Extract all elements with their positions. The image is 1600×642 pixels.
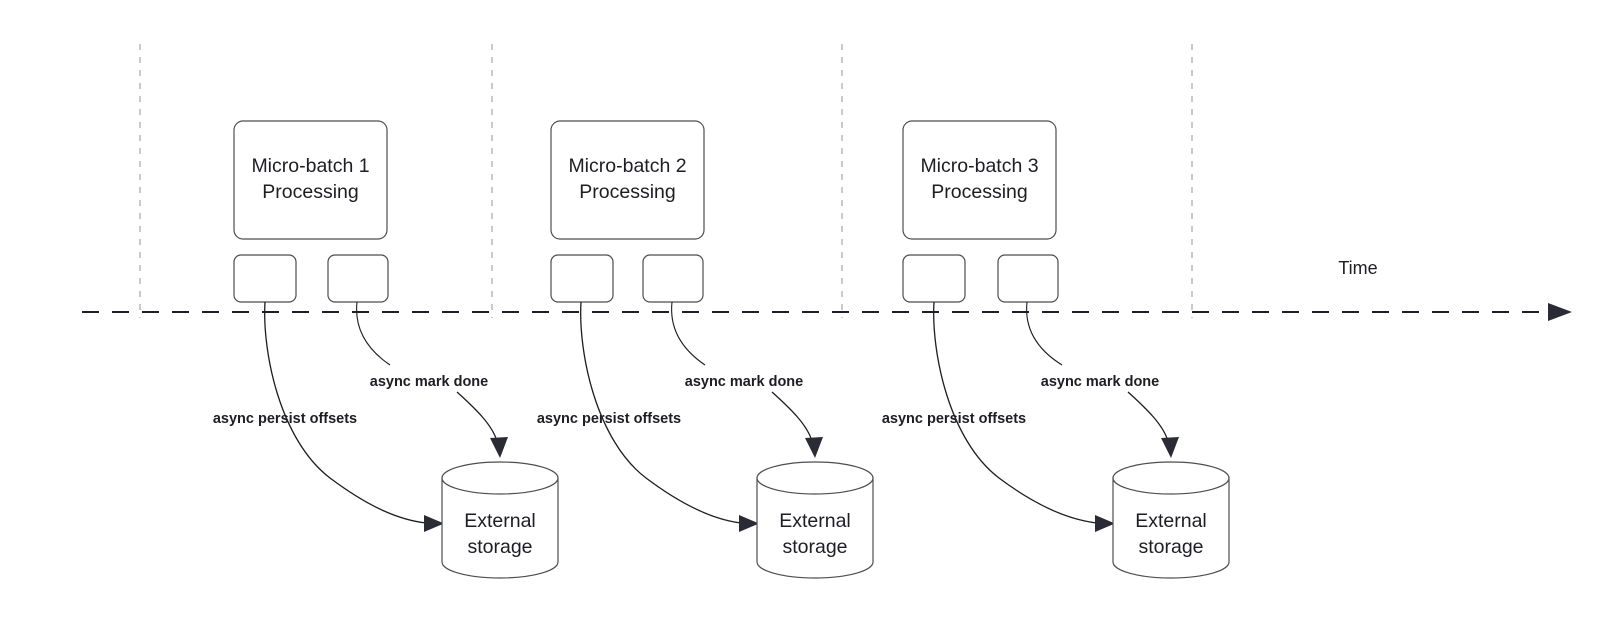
micro-batch-2-storage-body (756, 477, 874, 579)
micro-batch-2-external-storage[interactable]: External storage (756, 461, 874, 579)
micro-batch-2-title-line2: Processing (579, 181, 675, 203)
micro-batch-1-persist-offsets-label: async persist offsets (213, 411, 357, 427)
micro-batch-1-storage-label-line1: External (464, 510, 536, 532)
micro-batch-1-mark-done-arrow-icon (490, 437, 508, 458)
time-axis-label: Time (1338, 258, 1377, 278)
micro-batch-2-mark-done-label: async mark done (685, 374, 803, 390)
micro-batch-1-storage-body (441, 477, 559, 579)
micro-batch-3-offsets-task-box[interactable] (902, 254, 966, 303)
micro-batch-3-group: Micro-batch 3 Processing async persist o… (882, 120, 1230, 579)
micro-batch-1-offsets-task-box[interactable] (233, 254, 297, 303)
micro-batch-1-box[interactable] (233, 120, 388, 240)
micro-batch-3-storage-top (1112, 461, 1230, 495)
micro-batch-2-storage-label-line1: External (779, 510, 851, 532)
micro-batch-3-mark-done-edge (1026, 301, 1063, 366)
micro-batch-1-group: Micro-batch 1 Processing async persist o… (213, 120, 559, 579)
micro-batch-1-title-line1: Micro-batch 1 (251, 155, 369, 177)
micro-batch-1-title-line2: Processing (262, 181, 358, 203)
micro-batch-3-persist-offsets-arrow-icon (1095, 515, 1115, 532)
micro-batch-1-mark-done-edge (356, 301, 391, 366)
micro-batch-1-mark-done-task-box[interactable] (327, 254, 389, 303)
micro-batch-2-storage-label-line2: storage (782, 536, 847, 558)
micro-batch-3-mark-done-task-box[interactable] (997, 254, 1059, 303)
micro-batch-2-offsets-task-box[interactable] (550, 254, 614, 303)
micro-batch-1-persist-offsets-edge (264, 301, 427, 524)
micro-batch-3-storage-label-line2: storage (1138, 536, 1203, 558)
micro-batch-2-persist-offsets-edge (580, 301, 742, 524)
micro-batch-2-persist-offsets-arrow-icon (739, 515, 759, 532)
micro-batch-1-mark-done-edge-lower (456, 391, 498, 442)
micro-batch-3-storage-body (1112, 477, 1230, 579)
micro-batch-1-external-storage[interactable]: External storage (441, 461, 559, 579)
micro-batch-1-storage-top (441, 461, 559, 495)
micro-batch-2-group: Micro-batch 2 Processing async persist o… (537, 120, 874, 579)
time-axis: Time (82, 258, 1572, 321)
micro-batch-2-mark-done-task-box[interactable] (642, 254, 704, 303)
micro-batch-3-storage-label-line1: External (1135, 510, 1207, 532)
micro-batch-2-title-line1: Micro-batch 2 (568, 155, 686, 177)
micro-batch-3-title-line1: Micro-batch 3 (920, 155, 1038, 177)
micro-batch-3-title-line2: Processing (931, 181, 1027, 203)
timeline-arrow-icon (1548, 303, 1572, 321)
micro-batch-3-box[interactable] (902, 120, 1057, 240)
micro-batch-3-external-storage[interactable]: External storage (1112, 461, 1230, 579)
micro-batch-2-mark-done-arrow-icon (805, 437, 823, 458)
micro-batch-3-mark-done-edge-lower (1127, 391, 1169, 442)
micro-batch-3-mark-done-arrow-icon (1161, 437, 1179, 458)
micro-batch-2-persist-offsets-label: async persist offsets (537, 411, 681, 427)
micro-batch-3-persist-offsets-edge (933, 301, 1098, 524)
micro-batch-3-persist-offsets-label: async persist offsets (882, 411, 1026, 427)
micro-batch-2-storage-top (756, 461, 874, 495)
micro-batch-2-mark-done-edge (671, 301, 706, 366)
micro-batch-2-mark-done-edge-lower (771, 391, 813, 442)
micro-batch-1-storage-label-line2: storage (467, 536, 532, 558)
micro-batch-1-mark-done-label: async mark done (370, 374, 488, 390)
micro-batch-3-mark-done-label: async mark done (1041, 374, 1159, 390)
micro-batch-2-box[interactable] (550, 120, 705, 240)
micro-batch-1-persist-offsets-arrow-icon (424, 515, 444, 532)
